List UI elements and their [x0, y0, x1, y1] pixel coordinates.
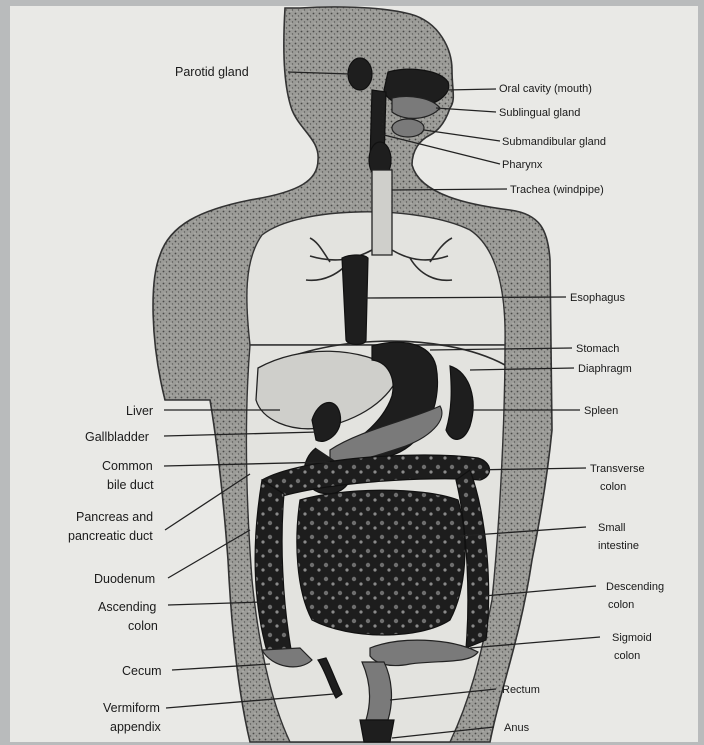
label-pancreas-1: Pancreas and [76, 510, 153, 524]
anus-shape [360, 720, 394, 742]
label-ascending-colon-1: Ascending [98, 600, 156, 614]
label-ascending-colon-2: colon [128, 619, 158, 633]
label-oral-cavity: Oral cavity (mouth) [499, 83, 592, 95]
label-anus: Anus [504, 722, 530, 734]
label-transverse-colon-1: Transverse [590, 463, 645, 475]
label-diaphragm: Diaphragm [578, 363, 632, 375]
label-trachea: Trachea (windpipe) [510, 184, 604, 196]
label-spleen: Spleen [584, 405, 618, 417]
label-common-bile-duct-2: bile duct [107, 478, 154, 492]
label-sigmoid-colon-2: colon [614, 650, 640, 662]
label-transverse-colon-2: colon [600, 481, 626, 493]
label-sigmoid-colon-1: Sigmoid [612, 632, 652, 644]
label-sublingual-gland: Sublingual gland [499, 107, 580, 119]
submandibular-shape [392, 119, 424, 137]
label-vermiform-appendix-2: appendix [110, 720, 161, 734]
esophagus-shape [342, 255, 368, 345]
label-descending-colon-2: colon [608, 599, 634, 611]
label-stomach: Stomach [576, 343, 619, 355]
label-esophagus: Esophagus [570, 292, 626, 304]
label-duodenum: Duodenum [94, 572, 155, 586]
label-pharynx: Pharynx [502, 159, 543, 171]
label-small-intestine-1: Small [598, 522, 626, 534]
parotid-shape [348, 58, 372, 90]
label-common-bile-duct-1: Common [102, 459, 153, 473]
trachea-shape [372, 170, 392, 255]
label-rectum: Rectum [502, 684, 540, 696]
label-descending-colon-1: Descending [606, 581, 664, 593]
label-vermiform-appendix-1: Vermiform [103, 701, 160, 715]
small-intestine-shape [297, 490, 465, 635]
label-pancreas-2: pancreatic duct [68, 529, 153, 543]
label-submandibular-gland: Submandibular gland [502, 136, 606, 148]
label-parotid-gland: Parotid gland [175, 65, 249, 79]
label-gallbladder: Gallbladder [85, 430, 149, 444]
label-cecum: Cecum [122, 664, 162, 678]
label-small-intestine-2: intestine [598, 540, 639, 552]
label-liver: Liver [126, 404, 153, 418]
